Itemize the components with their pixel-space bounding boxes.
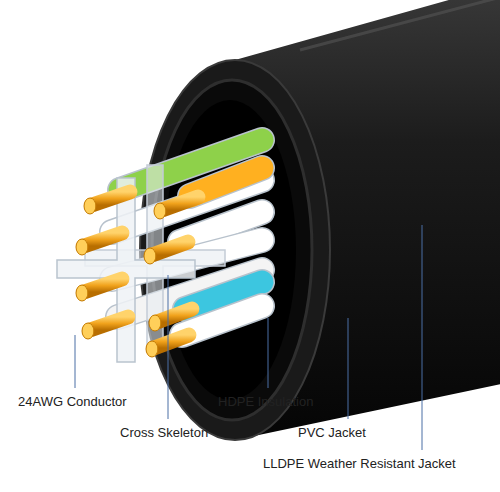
part-label: HDPE Insulation (218, 394, 313, 410)
jacket-highlight (300, 0, 500, 50)
conductor-tip (76, 285, 88, 301)
leader-line (422, 225, 423, 450)
part-label: Cross Skeleton (120, 425, 208, 441)
leader-lines (75, 225, 422, 450)
leader-line (168, 275, 169, 419)
conductor-tip (146, 341, 158, 357)
conductor (84, 233, 122, 246)
conductor (162, 197, 198, 210)
conductor (90, 317, 128, 330)
conductor-tip (149, 315, 161, 331)
conductor (84, 279, 122, 292)
leader-line (75, 335, 76, 388)
conductors (76, 192, 198, 357)
part-label: 24AWG Conductor (18, 394, 127, 410)
conductor-tip (82, 323, 94, 339)
conductor (92, 192, 130, 205)
part-label: LLDPE Weather Resistant Jacket (263, 456, 456, 472)
conductor-tip (76, 239, 88, 255)
conductor (154, 335, 189, 348)
conductor (152, 242, 188, 255)
leader-line (268, 318, 269, 388)
part-label: PVC Jacket (298, 425, 366, 441)
conductor-tip (84, 198, 96, 214)
cross-skeleton-back (85, 165, 225, 350)
conductor (157, 309, 192, 322)
conductor-tip (154, 203, 166, 219)
leader-line (348, 318, 349, 419)
conductor-tip (144, 248, 156, 264)
